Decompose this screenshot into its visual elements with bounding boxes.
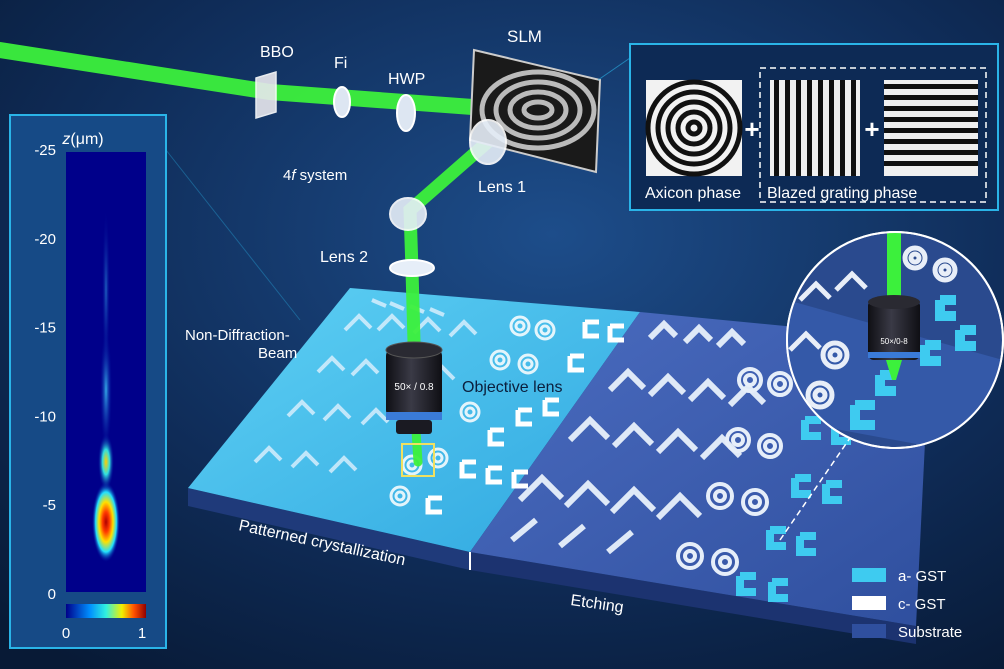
fi-label: Fi bbox=[334, 55, 347, 72]
lens-1-label: Lens 1 bbox=[478, 179, 526, 196]
profile-tick-label: -15 bbox=[34, 320, 56, 337]
legend-swatch bbox=[852, 596, 886, 610]
plus-sign-1: + bbox=[744, 114, 759, 144]
focus-spot bbox=[401, 443, 435, 477]
colorbar bbox=[66, 604, 146, 618]
zoom-leader-line bbox=[779, 437, 851, 541]
objective-marking: 50× / 0.8 bbox=[394, 382, 434, 393]
profile-axis-title: z(μm) bbox=[61, 131, 103, 148]
plus-sign-2: + bbox=[864, 114, 879, 144]
legend-swatch bbox=[852, 624, 886, 638]
vertical-grating-pattern bbox=[770, 80, 860, 176]
lens-2-upper bbox=[389, 197, 427, 231]
bbo-label: BBO bbox=[260, 44, 294, 61]
colorbar-min-label: 0 bbox=[62, 625, 70, 642]
zoom-objective-marking: 50×/0-8 bbox=[880, 337, 908, 346]
bbo-crystal bbox=[255, 70, 277, 120]
objective-lens-label: Objective lens bbox=[462, 379, 563, 396]
zoom-inset: 50×/0-8 bbox=[786, 231, 1004, 449]
axicon-phase-pattern bbox=[645, 79, 743, 177]
crystallized-patterns bbox=[253, 298, 478, 474]
profile-tick-label: -20 bbox=[34, 231, 56, 248]
horizontal-grating-pattern bbox=[884, 80, 978, 176]
profile-tick-labels: -25 -20 -15 -10 -5 0 bbox=[34, 142, 56, 603]
legend-label: Substrate bbox=[898, 624, 962, 641]
lens-2 bbox=[389, 259, 435, 277]
profile-tick-label: 0 bbox=[48, 586, 56, 603]
hwp-label: HWP bbox=[388, 71, 425, 88]
filter-element bbox=[333, 86, 351, 118]
crystallized-squares bbox=[425, 319, 624, 515]
beam-label-line1: Non-Diffraction- bbox=[185, 327, 290, 344]
beam-label-line2: Beam bbox=[258, 345, 297, 362]
profile-hotspot-main bbox=[92, 482, 120, 562]
lens-1 bbox=[469, 119, 507, 165]
phase-inset: + + Axicon phase Blazed grating phase bbox=[629, 43, 999, 211]
half-wave-plate bbox=[396, 94, 416, 132]
objective-lens: 50× / 0.8 bbox=[385, 341, 443, 434]
legend-label: c- GST bbox=[898, 596, 946, 613]
etched-rings bbox=[676, 367, 793, 576]
axicon-phase-label: Axicon phase bbox=[645, 185, 741, 202]
profile-tick-label: -25 bbox=[34, 142, 56, 159]
slm-label: SLM bbox=[507, 27, 542, 46]
legend-label: a- GST bbox=[898, 568, 946, 585]
legend-swatch bbox=[852, 568, 886, 582]
lens-2-label: Lens 2 bbox=[320, 249, 368, 266]
four-f-system-label: 4f system bbox=[283, 167, 347, 184]
etched-chevrons bbox=[510, 319, 767, 555]
profile-hotspot-secondary bbox=[98, 434, 114, 490]
profile-tick-label: -5 bbox=[43, 497, 56, 514]
beam-profile-panel: z(μm) -25 -20 -15 -10 -5 0 0 1 bbox=[9, 114, 167, 649]
blazed-grating-label: Blazed grating phase bbox=[767, 185, 917, 202]
material-legend: a- GST c- GST Substrate bbox=[852, 568, 962, 641]
profile-tail bbox=[100, 330, 112, 450]
colorbar-max-label: 1 bbox=[138, 625, 146, 642]
profile-tick-label: -10 bbox=[34, 408, 56, 425]
crystallized-rings bbox=[389, 315, 556, 507]
